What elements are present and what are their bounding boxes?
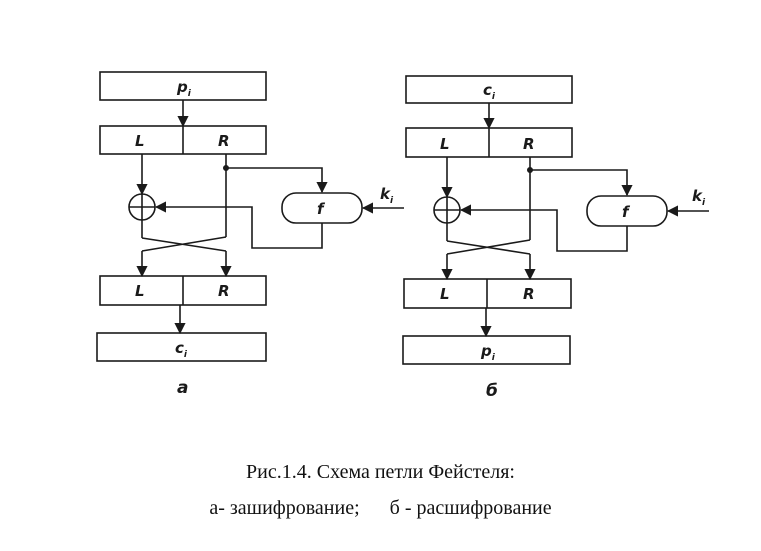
- ciphertext-block: [96, 332, 267, 362]
- panel-encryption-labels: pi L R f ki L R ci а: [135, 78, 394, 398]
- left-label-a2: L: [135, 282, 145, 300]
- output-label-a: ci: [175, 339, 188, 360]
- input-label-b: ci: [483, 81, 496, 102]
- panel-encryption: [96, 71, 404, 362]
- right-label-a2: R: [218, 282, 230, 300]
- key-label-b: ki: [692, 187, 706, 208]
- right-label-b2: R: [523, 285, 535, 303]
- left-label-b2: L: [440, 285, 450, 303]
- plaintext-output-block: [402, 335, 571, 365]
- panel-label-b: б: [486, 381, 498, 401]
- figure-caption-title: Рис.1.4. Схема петли Фейстеля:: [246, 461, 515, 483]
- panel-decryption: [402, 75, 709, 365]
- key-label-a: ki: [380, 185, 394, 206]
- caption-decryption: б - расшифрование: [389, 497, 552, 519]
- figure-caption-legend: а- зашифрование; б - расшифрование: [0, 497, 761, 520]
- left-label-b: L: [440, 135, 450, 153]
- left-label-a: L: [135, 132, 145, 150]
- func-label-a: f: [317, 200, 326, 218]
- output-label-b: pi: [480, 342, 496, 363]
- right-label-b: R: [523, 135, 535, 153]
- func-label-b: f: [622, 203, 631, 221]
- right-label-a: R: [218, 132, 230, 150]
- panel-label-a: а: [177, 378, 188, 398]
- panel-decryption-labels: ci L R f ki L R pi б: [440, 81, 706, 401]
- input-label-a: pi: [176, 78, 192, 99]
- caption-encryption: а- зашифрование;: [209, 497, 360, 519]
